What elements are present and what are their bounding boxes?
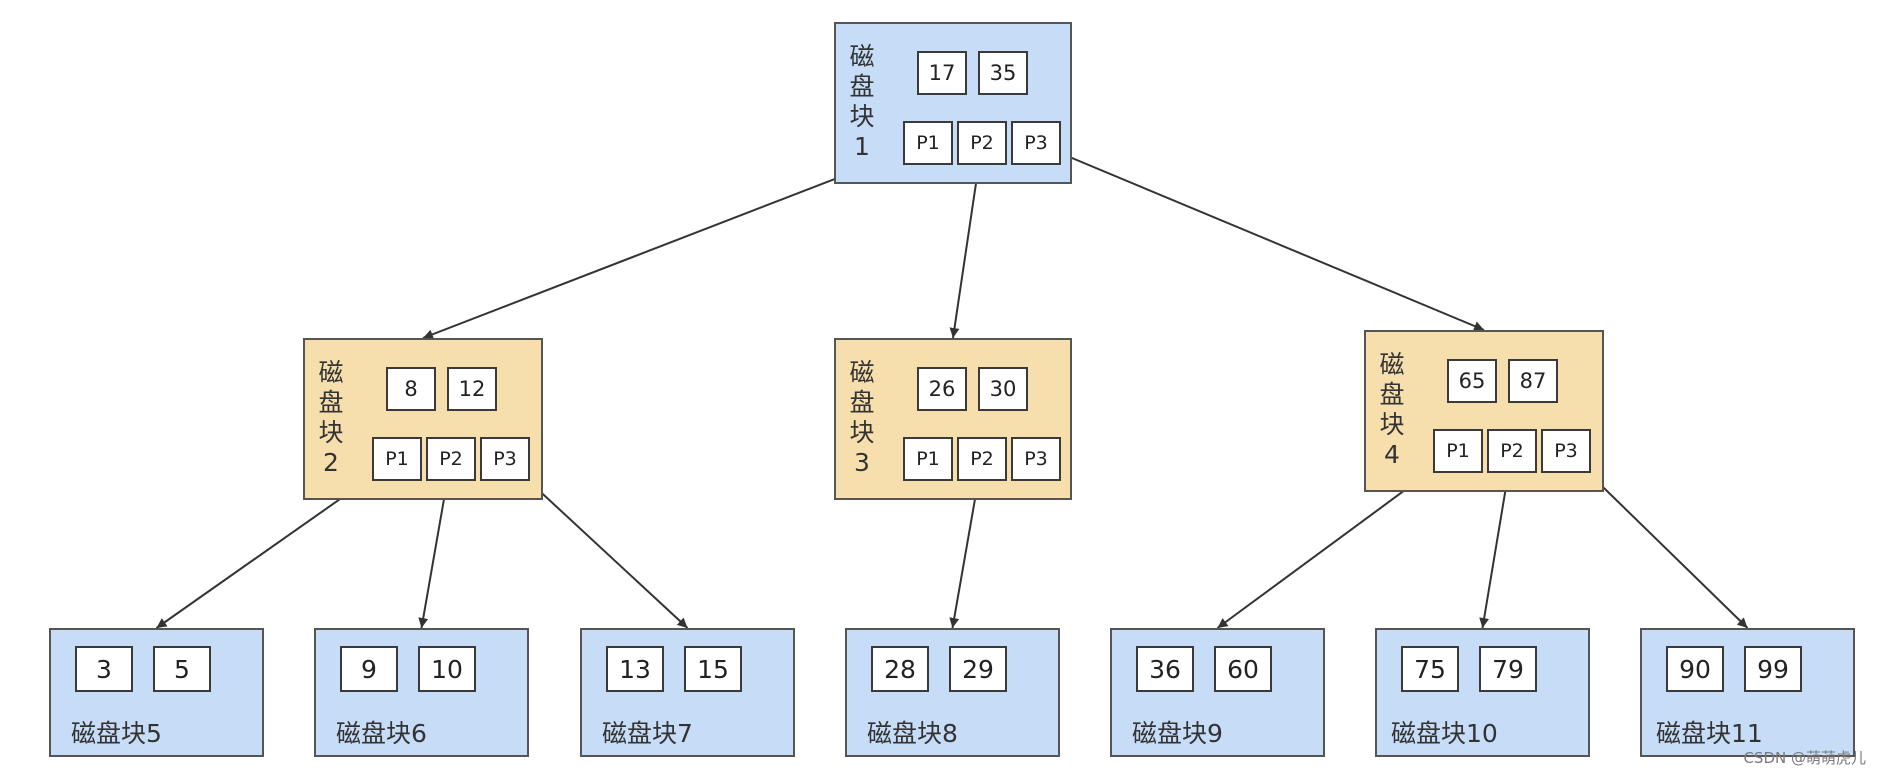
label-char: 盘 — [849, 72, 875, 101]
block-label: 磁盘块10 — [1391, 719, 1498, 748]
label-char: 磁 — [318, 358, 344, 387]
internal-disk-block: 磁 盘 块 2 8 12 P1 P2 P3 — [303, 338, 543, 500]
leaf-disk-block: 28 29 磁盘块8 — [845, 628, 1060, 757]
pointer-cell: P1 — [372, 437, 422, 481]
label-char: 磁 — [849, 42, 875, 71]
key-cell: 79 — [1479, 646, 1537, 692]
label-char: 1 — [854, 132, 870, 161]
block-label: 磁 盘 块 3 — [848, 358, 876, 478]
internal-disk-block: 磁 盘 块 3 26 30 P1 P2 P3 — [834, 338, 1072, 500]
pointer-cell: P2 — [1487, 429, 1537, 473]
key-cell: 75 — [1401, 646, 1459, 692]
leaf-disk-block: 75 79 磁盘块10 — [1375, 628, 1590, 757]
label-char: 磁 — [1379, 350, 1405, 379]
key-cell: 36 — [1136, 646, 1194, 692]
key-cell: 28 — [871, 646, 929, 692]
leaf-disk-block: 3 5 磁盘块5 — [49, 628, 264, 757]
root-disk-block: 磁 盘 块 1 17 35 P1 P2 P3 — [834, 22, 1072, 184]
pointer-cell: P1 — [903, 437, 953, 481]
leaf-disk-block: 13 15 磁盘块7 — [580, 628, 795, 757]
block-label: 磁盘块9 — [1132, 719, 1223, 748]
label-char: 磁 — [849, 358, 875, 387]
label-char: 块 — [318, 418, 344, 447]
label-char: 块 — [849, 102, 875, 131]
key-cell: 26 — [917, 367, 967, 411]
block-label: 磁 盘 块 2 — [317, 358, 345, 478]
pointer-cell: P3 — [1011, 437, 1061, 481]
pointer-cell: P1 — [1433, 429, 1483, 473]
block-label: 磁盘块5 — [71, 719, 162, 748]
internal-disk-block: 磁 盘 块 4 65 87 P1 P2 P3 — [1364, 330, 1604, 492]
pointer-cell: P1 — [903, 121, 953, 165]
pointer-cell: P3 — [480, 437, 530, 481]
key-cell: 29 — [949, 646, 1007, 692]
label-char: 3 — [854, 448, 870, 477]
leaf-disk-block: 9 10 磁盘块6 — [314, 628, 529, 757]
key-cell: 99 — [1744, 646, 1802, 692]
label-char: 盘 — [1379, 380, 1405, 409]
leaf-disk-block: 90 99 磁盘块11 — [1640, 628, 1855, 757]
pointer-cell: P2 — [426, 437, 476, 481]
key-cell: 60 — [1214, 646, 1272, 692]
pointer-cell: P2 — [957, 121, 1007, 165]
key-cell: 15 — [684, 646, 742, 692]
label-char: 盘 — [318, 388, 344, 417]
label-char: 2 — [323, 448, 339, 477]
block-label: 磁盘块7 — [602, 719, 693, 748]
watermark: CSDN @萌萌虎儿 — [1743, 749, 1866, 767]
key-cell: 35 — [978, 51, 1028, 95]
block-label: 磁盘块11 — [1656, 719, 1763, 748]
key-cell: 9 — [340, 646, 398, 692]
pointer-cell: P2 — [957, 437, 1007, 481]
block-label: 磁盘块6 — [336, 719, 427, 748]
key-cell: 8 — [386, 367, 436, 411]
block-label: 磁 盘 块 4 — [1378, 350, 1406, 470]
block-label: 磁盘块8 — [867, 719, 958, 748]
edge-arrow — [1035, 142, 1485, 331]
pointer-cell: P3 — [1011, 121, 1061, 165]
key-cell: 90 — [1666, 646, 1724, 692]
root-block-label: 磁 盘 块 1 — [848, 42, 876, 162]
label-char: 块 — [849, 418, 875, 447]
label-char: 盘 — [849, 388, 875, 417]
leaf-disk-block: 36 60 磁盘块9 — [1110, 628, 1325, 757]
key-cell: 17 — [917, 51, 967, 95]
key-cell: 87 — [1508, 359, 1558, 403]
key-cell: 5 — [153, 646, 211, 692]
label-char: 4 — [1384, 440, 1400, 469]
key-cell: 12 — [447, 367, 497, 411]
key-cell: 10 — [418, 646, 476, 692]
key-cell: 30 — [978, 367, 1028, 411]
key-cell: 65 — [1447, 359, 1497, 403]
pointer-cell: P3 — [1541, 429, 1591, 473]
key-cell: 3 — [75, 646, 133, 692]
key-cell: 13 — [606, 646, 664, 692]
label-char: 块 — [1379, 410, 1405, 439]
